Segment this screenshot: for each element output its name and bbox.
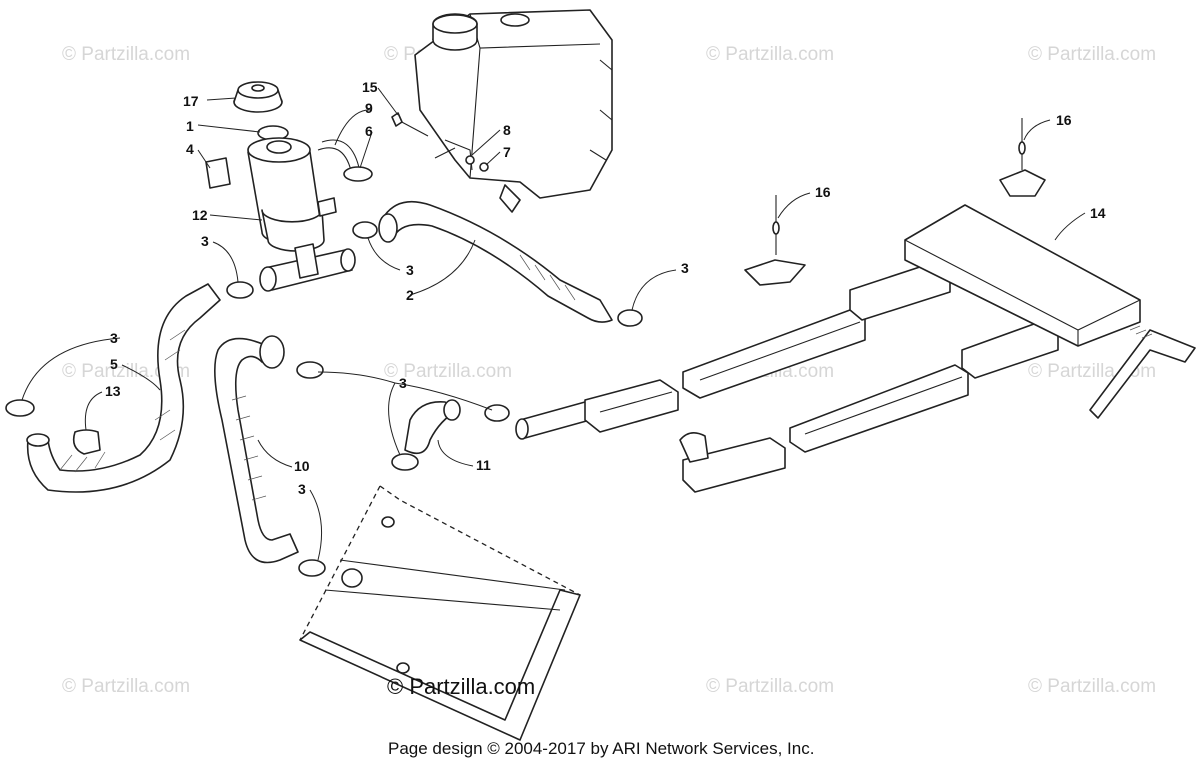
callout-14: 14	[1090, 205, 1106, 221]
callout-labels: 17 1 4 12 15 9 6 8 7 3 3 2 3 3 5 13 3 10…	[105, 79, 1106, 497]
callout-16: 16	[1056, 112, 1072, 128]
watermark: © Partzilla.com	[62, 676, 190, 697]
watermark: © Partzilla.com	[384, 361, 512, 382]
watermark: © Partzilla.com	[1028, 44, 1156, 65]
heat-exchangers-drawing	[584, 118, 1196, 493]
callout-13: 13	[105, 383, 121, 399]
radiator-drawing	[299, 485, 581, 741]
watermark: © Partzilla.com	[1028, 676, 1156, 697]
callout-5: 5	[110, 356, 118, 372]
callout-3: 3	[110, 330, 118, 346]
callout-9: 9	[365, 100, 373, 116]
brand-label: © Partzilla.com	[387, 674, 535, 699]
callout-12: 12	[192, 207, 208, 223]
callout-16: 16	[815, 184, 831, 200]
callout-4: 4	[186, 141, 194, 157]
tank-drawing	[414, 9, 613, 213]
callout-6: 6	[365, 123, 373, 139]
callout-8: 8	[503, 122, 511, 138]
watermark: © Partzilla.com	[62, 44, 190, 65]
callout-3: 3	[681, 260, 689, 276]
callout-3: 3	[399, 375, 407, 391]
callout-3: 3	[298, 481, 306, 497]
callout-11: 11	[476, 457, 491, 473]
footer-copyright: Page design © 2004-2017 by ARI Network S…	[388, 739, 814, 758]
watermark: © Partzilla.com	[706, 676, 834, 697]
callout-3: 3	[201, 233, 209, 249]
coolant-bottle-drawing	[205, 81, 489, 292]
callout-1: 1	[186, 118, 194, 134]
leader-lines	[21, 87, 1086, 561]
hoses-drawing	[26, 200, 613, 564]
clamps-drawing	[5, 221, 643, 577]
callout-15: 15	[362, 79, 378, 95]
callout-7: 7	[503, 144, 511, 160]
callout-3: 3	[406, 262, 414, 278]
watermark: © Partzilla.com	[706, 44, 834, 65]
callout-10: 10	[294, 458, 310, 474]
callout-2: 2	[406, 287, 414, 303]
callout-17: 17	[183, 93, 199, 109]
